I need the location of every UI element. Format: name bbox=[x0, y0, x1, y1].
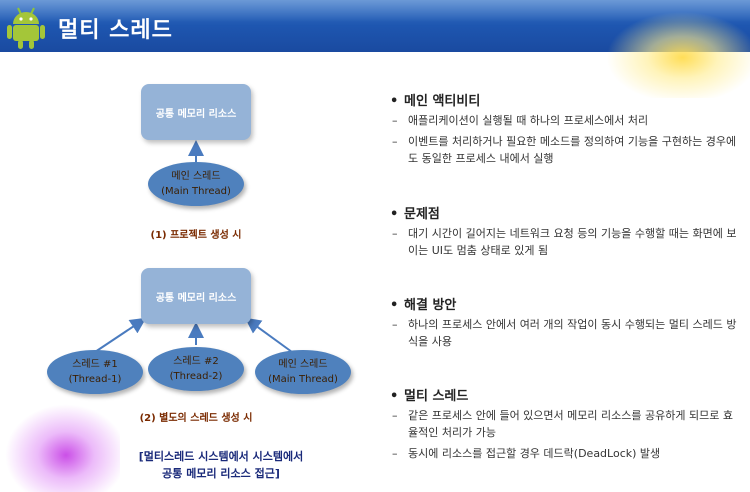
list-item-text: 하나의 프로세스 안에서 여러 개의 작업이 동시 수행되는 멀티 스레드 방식… bbox=[408, 318, 737, 348]
decorative-glow-purple bbox=[0, 400, 120, 492]
section-problem: • 문제점 –대기 시간이 길어지는 네트워크 요청 등의 기능을 수행할 때는 … bbox=[390, 203, 740, 259]
list-item: –이벤트를 처리하거나 필요한 메소드를 정의하여 기능을 구현하는 경우에도 … bbox=[390, 133, 740, 167]
caption-bottom: (2) 별도의 스레드 생성 시 bbox=[139, 413, 253, 424]
dash-icon: – bbox=[392, 114, 398, 127]
shared-memory-box-bottom: 공통 메모리 리소스 bbox=[141, 268, 251, 324]
list-item: –애플리케이션이 실행될 때 하나의 프로세스에서 처리 bbox=[390, 112, 740, 129]
dash-icon: – bbox=[392, 447, 398, 460]
section-title-text: 멀티 스레드 bbox=[404, 389, 469, 404]
list-item: –대기 시간이 길어지는 네트워크 요청 등의 기능을 수행할 때는 화면에 보… bbox=[390, 225, 740, 259]
arrow-thread1-to-shared bbox=[94, 317, 147, 353]
thread-1-label: 스레드 #1 bbox=[72, 359, 118, 370]
list-item-text: 애플리케이션이 실행될 때 하나의 프로세스에서 처리 bbox=[408, 114, 649, 127]
main-thread-label: 메인 스레드 bbox=[278, 359, 328, 370]
section-multi-thread: • 멀티 스레드 –같은 프로세스 안에 들어 있으면서 메모리 리소스를 공유하… bbox=[390, 385, 740, 462]
section-title-text: 문제점 bbox=[404, 207, 440, 222]
list-item-text: 같은 프로세스 안에 들어 있으면서 메모리 리소스를 공유하게 되므로 효율적… bbox=[408, 409, 733, 439]
bullet-icon: • bbox=[390, 94, 399, 109]
section-title: • 해결 방안 bbox=[390, 294, 740, 313]
main-thread-sublabel: (Main Thread) bbox=[268, 374, 338, 385]
main-thread-label: 메인 스레드 bbox=[171, 171, 221, 182]
bullet-icon: • bbox=[390, 298, 399, 313]
bullet-icon: • bbox=[390, 207, 399, 222]
title-bar-shine bbox=[0, 0, 750, 22]
list-item-text: 동시에 리소스를 접근할 경우 데드락(DeadLock) 발생 bbox=[408, 447, 661, 460]
section-main-activity: • 메인 액티비티 –애플리케이션이 실행될 때 하나의 프로세스에서 처리 –이… bbox=[390, 90, 740, 167]
arrow-main-to-shared-bottom bbox=[244, 317, 293, 353]
section-title: • 문제점 bbox=[390, 203, 740, 222]
thread-1-oval: 스레드 #1 (Thread-1) bbox=[47, 350, 143, 394]
shared-memory-box-top: 공통 메모리 리소스 bbox=[141, 84, 251, 140]
decorative-glow-yellow bbox=[600, 8, 750, 98]
dash-icon: – bbox=[392, 318, 398, 331]
list-item: –동시에 리소스를 접근할 경우 데드락(DeadLock) 발생 bbox=[390, 445, 740, 462]
list-item: –하나의 프로세스 안에서 여러 개의 작업이 동시 수행되는 멀티 스레드 방… bbox=[390, 316, 740, 350]
bullet-icon: • bbox=[390, 389, 399, 404]
dash-icon: – bbox=[392, 409, 398, 422]
caption-top: (1) 프로젝트 생성 시 bbox=[150, 230, 242, 241]
main-thread-oval-top: 메인 스레드 (Main Thread) bbox=[148, 162, 244, 206]
thread-2-oval: 스레드 #2 (Thread-2) bbox=[148, 347, 244, 391]
thread-2-sublabel: (Thread-2) bbox=[169, 371, 223, 382]
main-thread-oval-bottom: 메인 스레드 (Main Thread) bbox=[255, 350, 351, 394]
list-item-text: 대기 시간이 길어지는 네트워크 요청 등의 기능을 수행할 때는 화면에 보이… bbox=[408, 227, 737, 257]
dash-icon: – bbox=[392, 135, 398, 148]
list-item: –같은 프로세스 안에 들어 있으면서 메모리 리소스를 공유하게 되므로 효율… bbox=[390, 407, 740, 441]
thread-1-sublabel: (Thread-1) bbox=[68, 374, 122, 385]
diagram-note: [멀티스레드 시스템에서 시스템에서 공통 메모리 리소스 접근] bbox=[96, 448, 346, 482]
section-title-text: 해결 방안 bbox=[404, 298, 457, 313]
dash-icon: – bbox=[392, 227, 398, 240]
section-title-text: 메인 액티비티 bbox=[404, 94, 481, 109]
diagram-note-line-2: 공통 메모리 리소스 접근] bbox=[162, 467, 280, 480]
android-logo-icon bbox=[7, 7, 45, 49]
page-title: 멀티 스레드 bbox=[58, 18, 173, 43]
list-item-text: 이벤트를 처리하거나 필요한 메소드를 정의하여 기능을 구현하는 경우에도 동… bbox=[408, 135, 737, 165]
section-title: • 메인 액티비티 bbox=[390, 90, 740, 109]
diagram-note-line-1: [멀티스레드 시스템에서 시스템에서 bbox=[138, 450, 304, 463]
section-solution: • 해결 방안 –하나의 프로세스 안에서 여러 개의 작업이 동시 수행되는 멀… bbox=[390, 294, 740, 350]
thread-2-label: 스레드 #2 bbox=[173, 356, 219, 367]
main-thread-sublabel: (Main Thread) bbox=[161, 186, 231, 197]
section-title: • 멀티 스레드 bbox=[390, 385, 740, 404]
